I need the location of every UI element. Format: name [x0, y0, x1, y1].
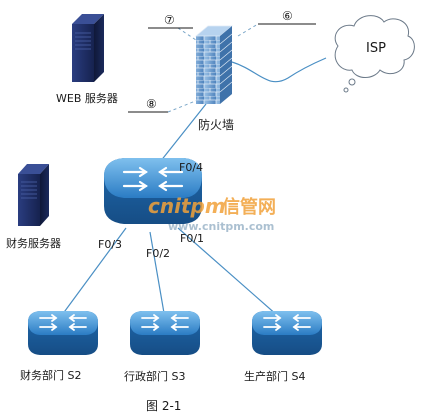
- figure-caption: 图 2-1: [146, 399, 181, 413]
- link-core-s4: [177, 227, 279, 317]
- link-firewall-core: [159, 103, 207, 163]
- finance-server-label: 财务服务器: [6, 236, 61, 250]
- link-core-s3: [149, 231, 165, 314]
- blank-6-marker: ⑥: [282, 9, 293, 23]
- blank-leaders: [167, 23, 259, 113]
- leader-blank-6: [237, 23, 259, 37]
- leader-blank-7: [177, 27, 197, 41]
- port-f03-label: F0/3: [98, 238, 122, 251]
- isp-label: ISP: [366, 41, 386, 56]
- firewall-label: 防火墙: [198, 117, 234, 132]
- blank-underlines: [128, 23, 316, 113]
- watermark-brand-cn: 信管网: [222, 196, 276, 218]
- blank-7-marker: ⑦: [164, 13, 175, 27]
- watermark-url: www.cnitpm.com: [168, 220, 274, 233]
- s2-label: 财务部门 S2: [20, 368, 81, 382]
- s3-switch-icon: [130, 311, 200, 355]
- web-server-icon: [72, 14, 104, 82]
- s2-switch-icon: [28, 311, 98, 355]
- links: [61, 57, 327, 317]
- s3-label: 行政部门 S3: [124, 369, 185, 383]
- isp-cloud-icon: [334, 15, 415, 93]
- leader-blank-8: [167, 99, 199, 113]
- link-firewall-isp: [231, 57, 327, 83]
- s4-label: 生产部门 S4: [244, 369, 305, 383]
- link-core-s2: [61, 227, 127, 316]
- core-switch-icon: [104, 158, 202, 224]
- blank-8-marker: ⑧: [146, 97, 157, 111]
- port-f04-label: F0/4: [179, 161, 203, 174]
- port-f01-label: F0/1: [180, 232, 204, 245]
- watermark-brand-latin: cnitpm: [148, 194, 226, 218]
- watermark: cnitpm 信管网 www.cnitpm.com: [148, 194, 276, 233]
- firewall-icon: [194, 25, 234, 104]
- finance-server-icon: [18, 164, 49, 226]
- web-server-label: WEB 服务器: [56, 92, 118, 105]
- s4-switch-icon: [252, 311, 322, 355]
- port-f02-label: F0/2: [146, 247, 170, 260]
